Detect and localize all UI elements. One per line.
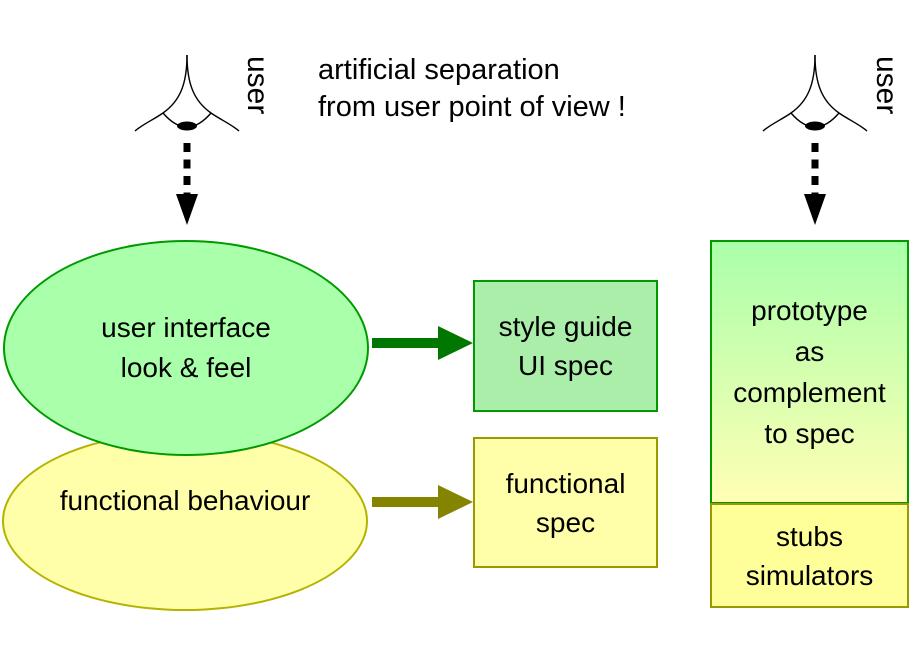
page-title: artificial separation from user point of… — [318, 52, 626, 126]
stubs-label: simulators — [745, 559, 874, 591]
functional-behaviour-ellipse: functional behaviour — [2, 431, 368, 611]
user-eye-icon — [134, 54, 240, 132]
prototype-label: as — [794, 336, 825, 367]
style-guide-box: style guide UI spec — [473, 280, 658, 412]
style-guide-label: UI spec — [518, 350, 613, 381]
user-label: user — [870, 56, 903, 115]
functional-spec-label: functional — [505, 467, 626, 499]
dashed-down-arrow-icon — [176, 143, 198, 225]
stubs-simulators-box: stubs simulators — [710, 503, 909, 608]
ui-look-feel-ellipse: user interface look & feel — [3, 240, 369, 456]
style-guide-label: style guide — [498, 311, 633, 342]
functional-spec-box: functional spec — [473, 437, 658, 568]
prototype-box: prototype as complement to spec — [710, 240, 909, 504]
pupil-icon — [177, 121, 197, 131]
prototype-label: complement — [733, 377, 886, 408]
stubs-label: stubs — [776, 520, 843, 552]
green-right-arrow-icon — [372, 326, 473, 360]
pupil-icon — [805, 121, 825, 131]
user-eye-icon — [762, 54, 868, 132]
functional-spec-label: spec — [535, 506, 596, 538]
title-line: artificial separation — [318, 54, 560, 86]
dashed-down-arrow-icon — [804, 143, 826, 225]
title-line: from user point of view ! — [318, 91, 626, 123]
prototype-label: to spec — [764, 418, 855, 449]
functional-behaviour-label: functional behaviour — [59, 485, 311, 516]
prototype-label: prototype — [751, 295, 868, 326]
user-label: user — [241, 56, 274, 115]
ui-ellipse-label: look & feel — [120, 352, 252, 383]
olive-right-arrow-icon — [372, 485, 473, 519]
ui-ellipse-label: user interface — [101, 312, 271, 343]
